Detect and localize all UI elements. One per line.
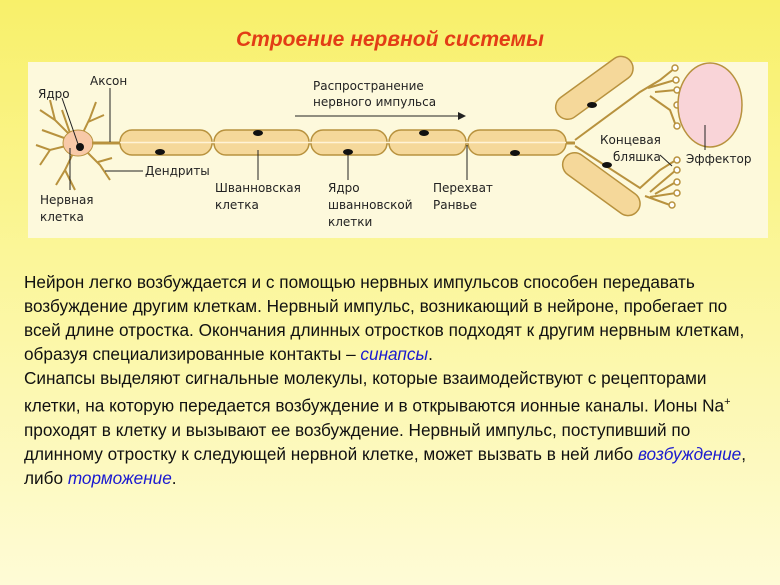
label-schwann-nucleus-3: клетки [328,215,372,229]
text: , либо [24,443,747,488]
term-excitation: возбуждение [637,443,742,464]
label-end-plate-2: бляшка [613,150,661,164]
label-schwann-nucleus: Ядро [328,181,360,195]
term-synapses: синапсы [360,344,429,364]
label-ranvier-node-2: Ранвье [433,198,477,212]
schwann-cells [119,55,641,217]
text: проходят в клетку и вызывают ее возбужде… [24,419,691,464]
text: . [428,344,433,364]
dendrites [35,67,677,206]
text: Нейрон легко возбуждается и с помощью не… [24,272,745,364]
arrow-icon [458,112,466,120]
paragraph-1: Нейрон легко возбуждается и с помощью не… [24,270,764,366]
label-schwann-nucleus-2: шванновской [328,198,413,212]
label-axon: Аксон [90,74,127,88]
label-propagation: Распространение [313,79,424,93]
slide-title: Строение нервной системы [236,28,544,51]
neuron-diagram: Ядро Аксон Распространение нервного импу… [35,55,751,229]
superscript: + [724,396,731,408]
axon-terminals [668,64,681,209]
text: . [171,467,177,488]
label-end-plate: Концевая [600,133,661,147]
label-schwann-cell-2: клетка [215,198,259,212]
label-effector: Эффектор [686,152,751,166]
label-nerve-cell-2: клетка [40,210,84,224]
text: Синапсы выделяют сигнальные молекулы, ко… [24,368,725,416]
term-inhibition: торможение [67,467,172,488]
label-lines [61,88,706,190]
label-propagation-2: нервного импульса [313,95,436,109]
label-nerve-cell: Нервная [40,193,94,207]
label-nucleus: Ядро [38,87,70,101]
schwann-nuclei [155,102,612,168]
nerve-cell-nucleus [76,143,84,151]
label-ranvier-node: Перехват [433,181,493,195]
label-dendrites: Дендриты [145,164,210,178]
label-schwann-cell: Шванновская [215,181,301,195]
effector-cell [677,62,743,148]
body-text: Нейрон легко возбуждается и с помощью не… [24,270,764,490]
paragraph-2: Синапсы выделяют сигнальные молекулы, ко… [24,366,764,490]
